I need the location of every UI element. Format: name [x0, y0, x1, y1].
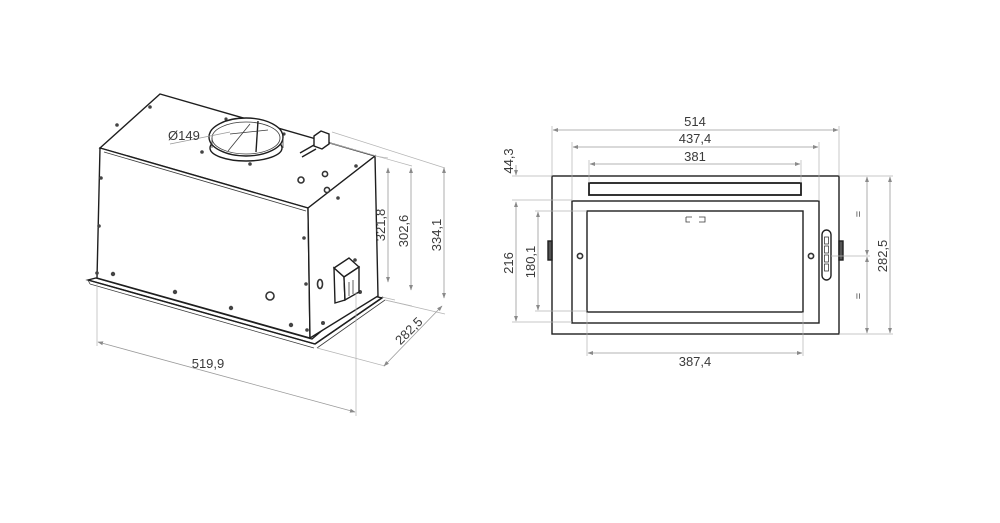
height-dimensions: 321,8 302,6 334,1: [329, 131, 446, 315]
bottom-view: 514 437,4 381 387,4 44,3 216: [501, 114, 893, 369]
left-dimensions: 44,3 216 180,1: [501, 148, 587, 323]
isometric-view: Ø149 321,8 302,6 334,1 282,5: [85, 93, 446, 416]
frame-width-label: 437,4: [679, 131, 712, 146]
control-button-4[interactable]: [824, 263, 829, 272]
duct-diameter-label: Ø149: [168, 128, 200, 143]
control-panel[interactable]: [821, 229, 832, 281]
overall-depth-label: 282,5: [875, 240, 890, 273]
control-button-1[interactable]: [824, 236, 829, 245]
control-button-2[interactable]: [824, 245, 829, 254]
cable-connector: [299, 130, 330, 158]
left-clip: [547, 240, 553, 261]
width-label: 519,9: [192, 356, 225, 371]
screw-holes: [95, 105, 362, 332]
bracket-mark: [685, 216, 706, 223]
inner-frame: [571, 200, 820, 324]
duct-collar: [208, 117, 284, 162]
top-dimensions: 514 437,4 381: [551, 114, 840, 201]
panel-depth-label: 180,1: [523, 246, 538, 279]
right-screw: [807, 252, 815, 260]
junction-box: [332, 257, 361, 304]
panel-width-dimension: 387,4: [586, 312, 804, 369]
glass-panel: [586, 210, 804, 313]
control-button-3[interactable]: [824, 254, 829, 263]
outer-frame: [551, 175, 840, 335]
duct-diameter-dimension: Ø149: [168, 128, 231, 145]
height-label-2: 302,6: [396, 215, 411, 248]
filter-slot: [588, 182, 802, 196]
panel-width-label: 387,4: [679, 354, 712, 369]
frame-depth-label: 216: [501, 252, 516, 274]
right-clip: [838, 240, 844, 261]
left-screw: [576, 252, 584, 260]
overall-width-label: 514: [684, 114, 706, 129]
right-dimensions: = = 282,5: [831, 175, 893, 335]
height-label-1: 321,8: [373, 209, 388, 242]
equal-mark-top: =: [853, 211, 865, 217]
front-offset-label: 44,3: [501, 148, 516, 173]
height-label-3: 334,1: [429, 219, 444, 252]
filter-width-label: 381: [684, 149, 706, 164]
width-dimension: 519,9: [96, 284, 357, 416]
equal-mark-bottom: =: [853, 293, 865, 299]
depth-label: 282,5: [392, 314, 426, 348]
